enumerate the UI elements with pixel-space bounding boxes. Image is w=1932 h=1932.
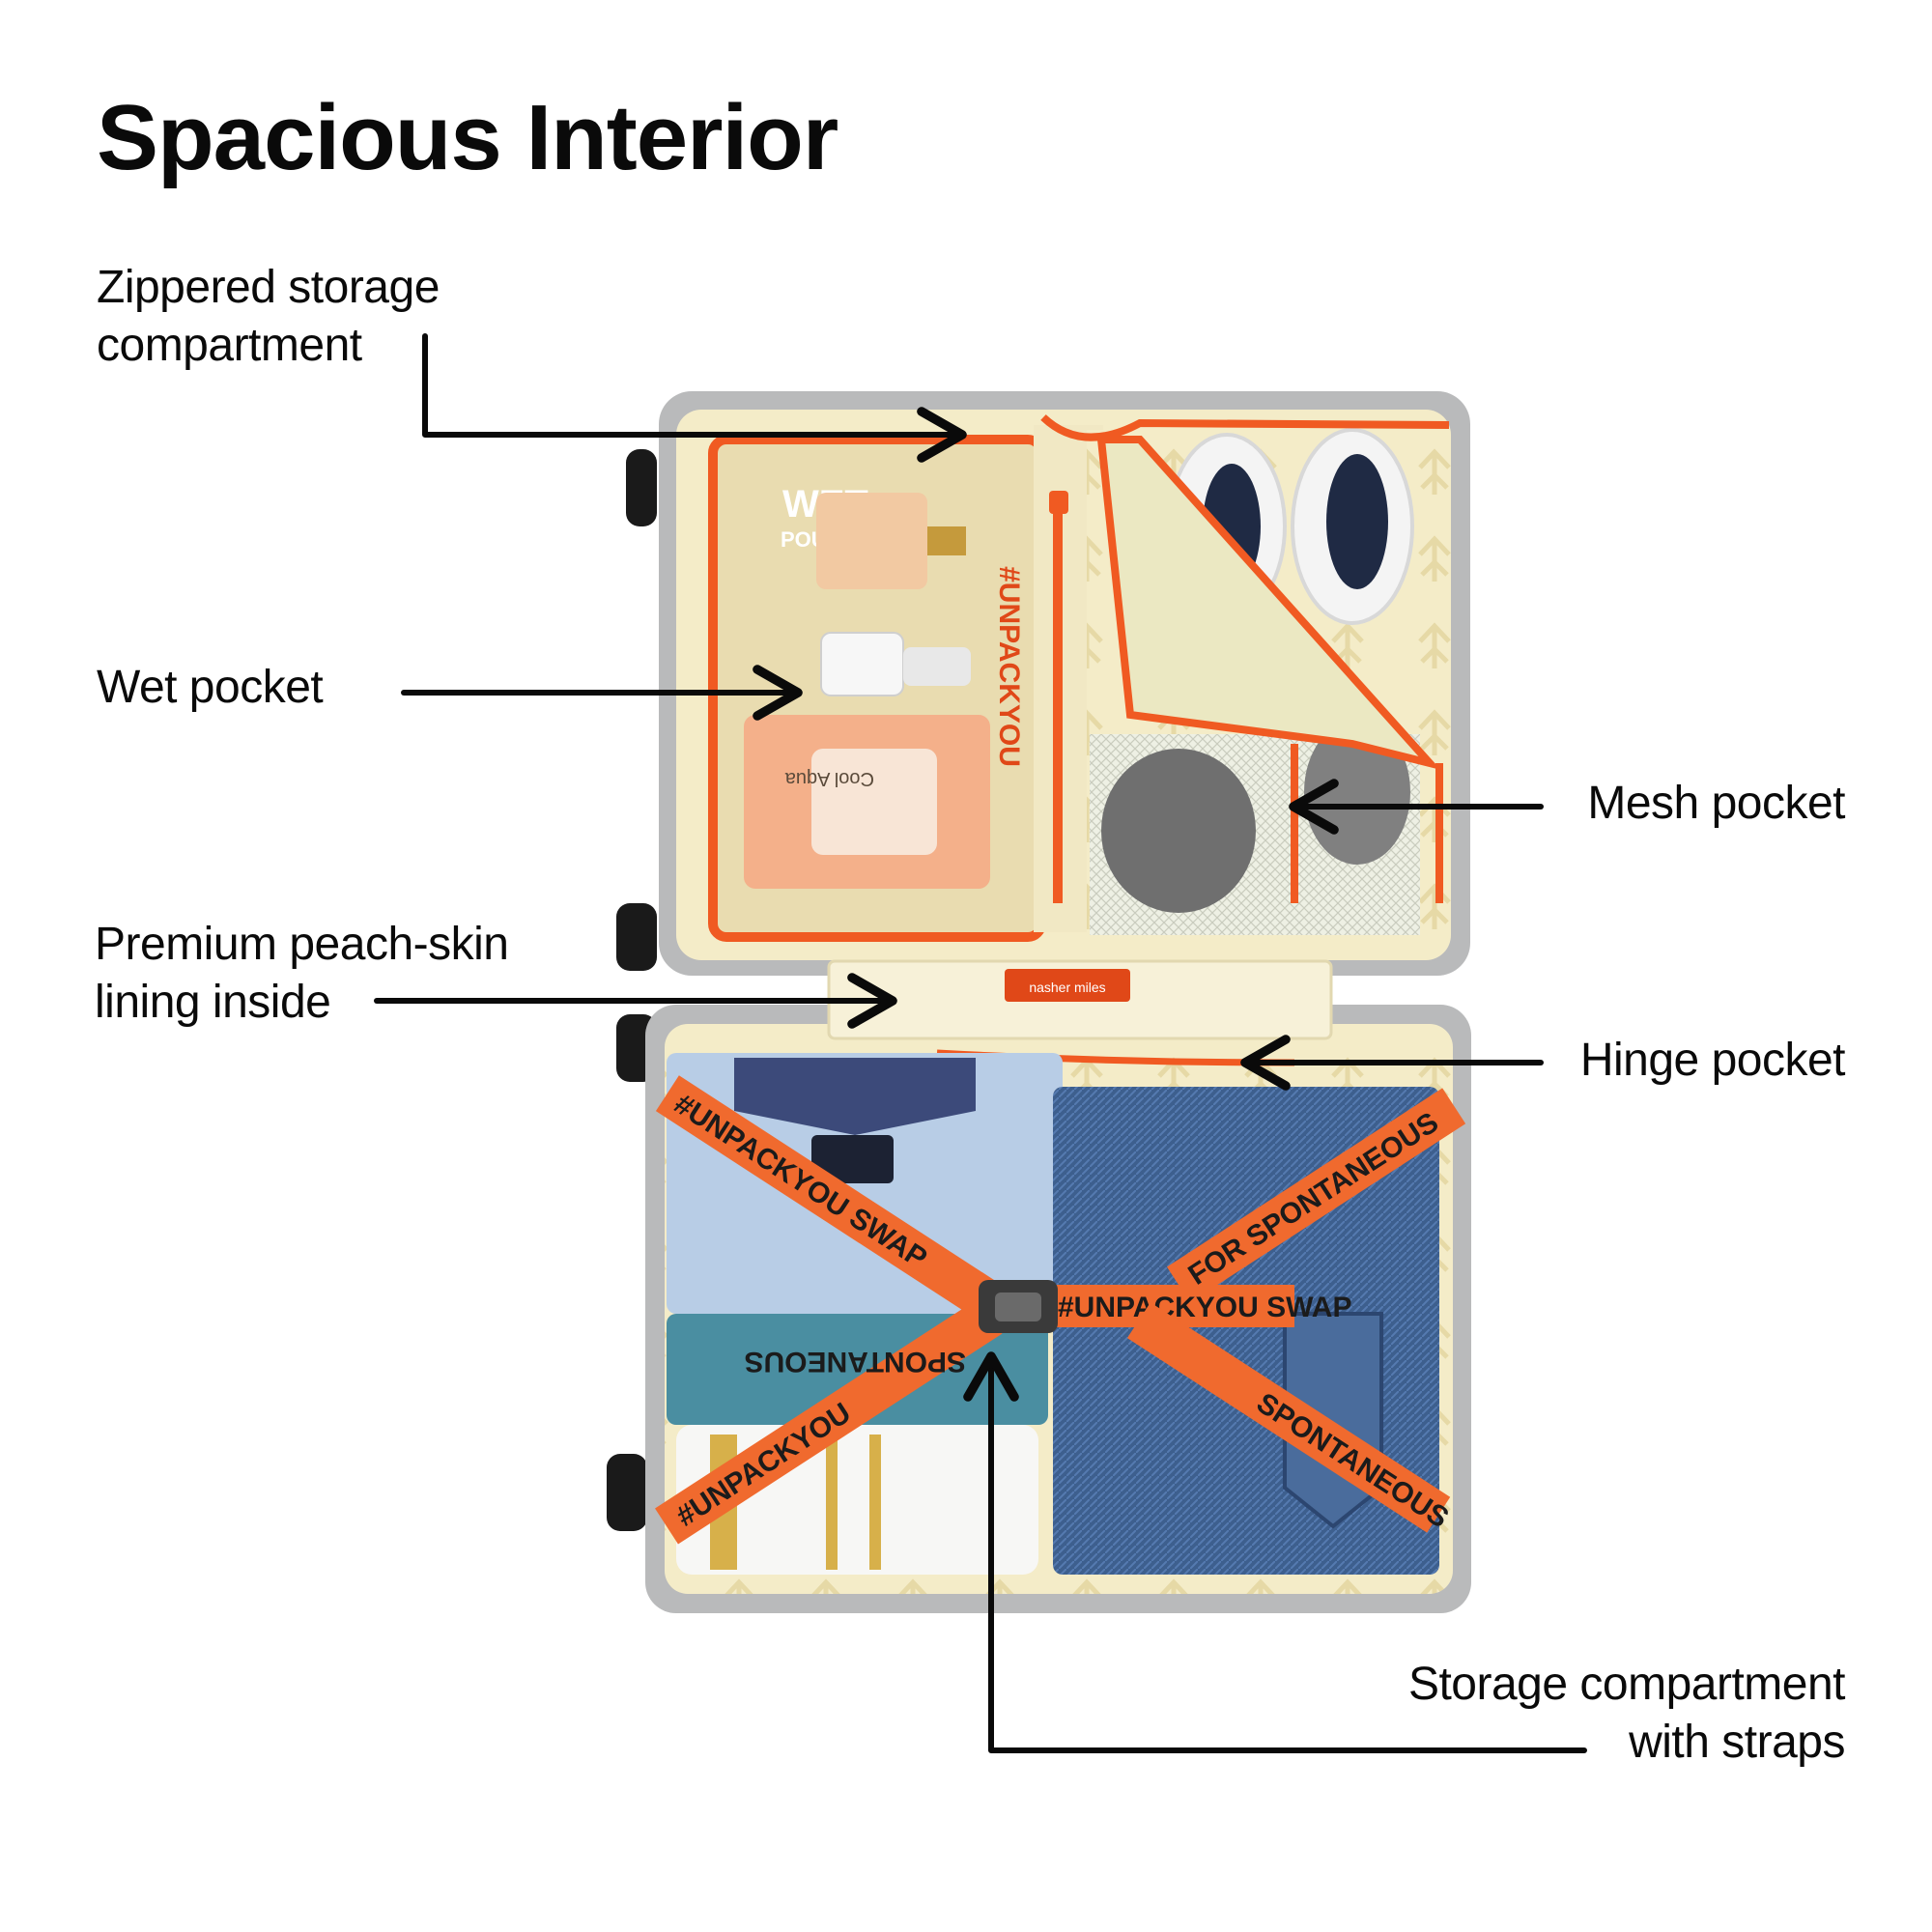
- callout-lining-line2: lining inside: [95, 977, 331, 1028]
- callout-zippered-line2: compartment: [97, 320, 362, 371]
- callout-wet-line1: Wet pocket: [97, 662, 324, 713]
- callout-lining-line1: Premium peach-skin: [95, 919, 509, 970]
- socks: [1101, 749, 1256, 913]
- wet-pouch: WET POUCH Cool Aqua: [708, 435, 1046, 942]
- callout-straps-line2: with straps: [1629, 1717, 1845, 1768]
- arrow-straps: [963, 1351, 1587, 1753]
- callout-zippered-storage: Zippered storage compartment: [97, 259, 440, 375]
- callout-lining: Premium peach-skin lining inside: [95, 916, 509, 1032]
- callout-arrows: [374, 333, 1587, 1753]
- lid-tag-text: #UNPACKYOU: [993, 566, 1025, 767]
- brand-tag: [1005, 969, 1130, 1002]
- callout-mesh-pocket: Mesh pocket: [1587, 775, 1845, 833]
- strap-text-3: #UNPACKYOU SWAP: [1058, 1292, 1351, 1323]
- arrow-zippered: [422, 333, 967, 463]
- mesh-pocket: [1087, 428, 1443, 942]
- callout-mesh-line1: Mesh pocket: [1587, 778, 1845, 829]
- wipes-label: Cool Aqua: [784, 768, 874, 789]
- spray-bottle: [820, 632, 904, 696]
- callout-straps-line1: Storage compartment: [1407, 1659, 1846, 1710]
- callout-wet-pocket: Wet pocket: [97, 659, 324, 717]
- brand-tag-text: nasher miles: [1029, 980, 1105, 995]
- page-title: Spacious Interior: [97, 86, 838, 189]
- callout-hinge-pocket: Hinge pocket: [1579, 1032, 1846, 1090]
- callout-hinge-line1: Hinge pocket: [1579, 1035, 1846, 1086]
- perfume-bottle: [816, 493, 927, 589]
- strap-text-4: SPONTANEOUS: [745, 1346, 966, 1378]
- mesh-flap: [1096, 436, 1441, 771]
- callout-zippered-line1: Zippered storage: [97, 262, 440, 313]
- callout-straps: Storage compartment with straps: [1407, 1656, 1846, 1772]
